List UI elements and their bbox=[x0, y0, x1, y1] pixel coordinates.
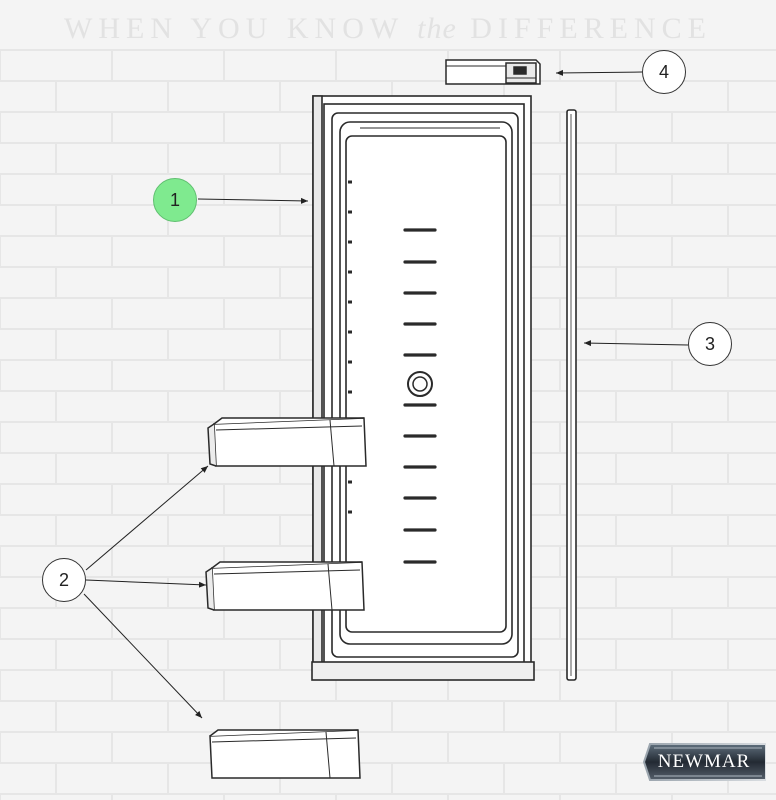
tagline: WHEN YOU KNOW the DIFFERENCE bbox=[0, 12, 776, 46]
leader-line-2-upper bbox=[85, 465, 209, 571]
callout-1[interactable]: 1 bbox=[153, 178, 197, 222]
door-bin-middle[interactable] bbox=[205, 561, 365, 611]
callout-3-label: 3 bbox=[704, 333, 715, 354]
door-gasket[interactable] bbox=[566, 109, 577, 681]
callout-4-label: 4 bbox=[658, 61, 669, 82]
callout-4[interactable]: 4 bbox=[642, 50, 686, 94]
door-assembly[interactable] bbox=[311, 95, 535, 681]
door-bin-upper[interactable] bbox=[207, 417, 367, 467]
leader-lines bbox=[83, 69, 689, 719]
leader-line-2-lower bbox=[83, 593, 203, 719]
callout-3[interactable]: 3 bbox=[688, 322, 732, 366]
leader-line-4 bbox=[555, 69, 643, 76]
newmar-logo: NEWMAR bbox=[642, 742, 766, 784]
callout-2-label: 2 bbox=[58, 569, 69, 590]
leader-line-2-middle bbox=[85, 579, 207, 588]
tagline-text-after: DIFFERENCE bbox=[470, 12, 712, 45]
leader-line-1 bbox=[197, 197, 309, 204]
newmar-logo-text: NEWMAR bbox=[657, 751, 751, 772]
tagline-text-before: WHEN YOU KNOW bbox=[64, 12, 404, 45]
door-hinge-cap[interactable] bbox=[445, 59, 541, 85]
door-bin-lower[interactable] bbox=[209, 729, 361, 779]
door-center-knob bbox=[407, 371, 433, 397]
leader-line-3 bbox=[583, 340, 689, 347]
callout-2[interactable]: 2 bbox=[42, 558, 86, 602]
tagline-text-italic: the bbox=[417, 12, 457, 45]
callout-1-label: 1 bbox=[169, 189, 180, 210]
door-vent-slots bbox=[403, 228, 437, 564]
